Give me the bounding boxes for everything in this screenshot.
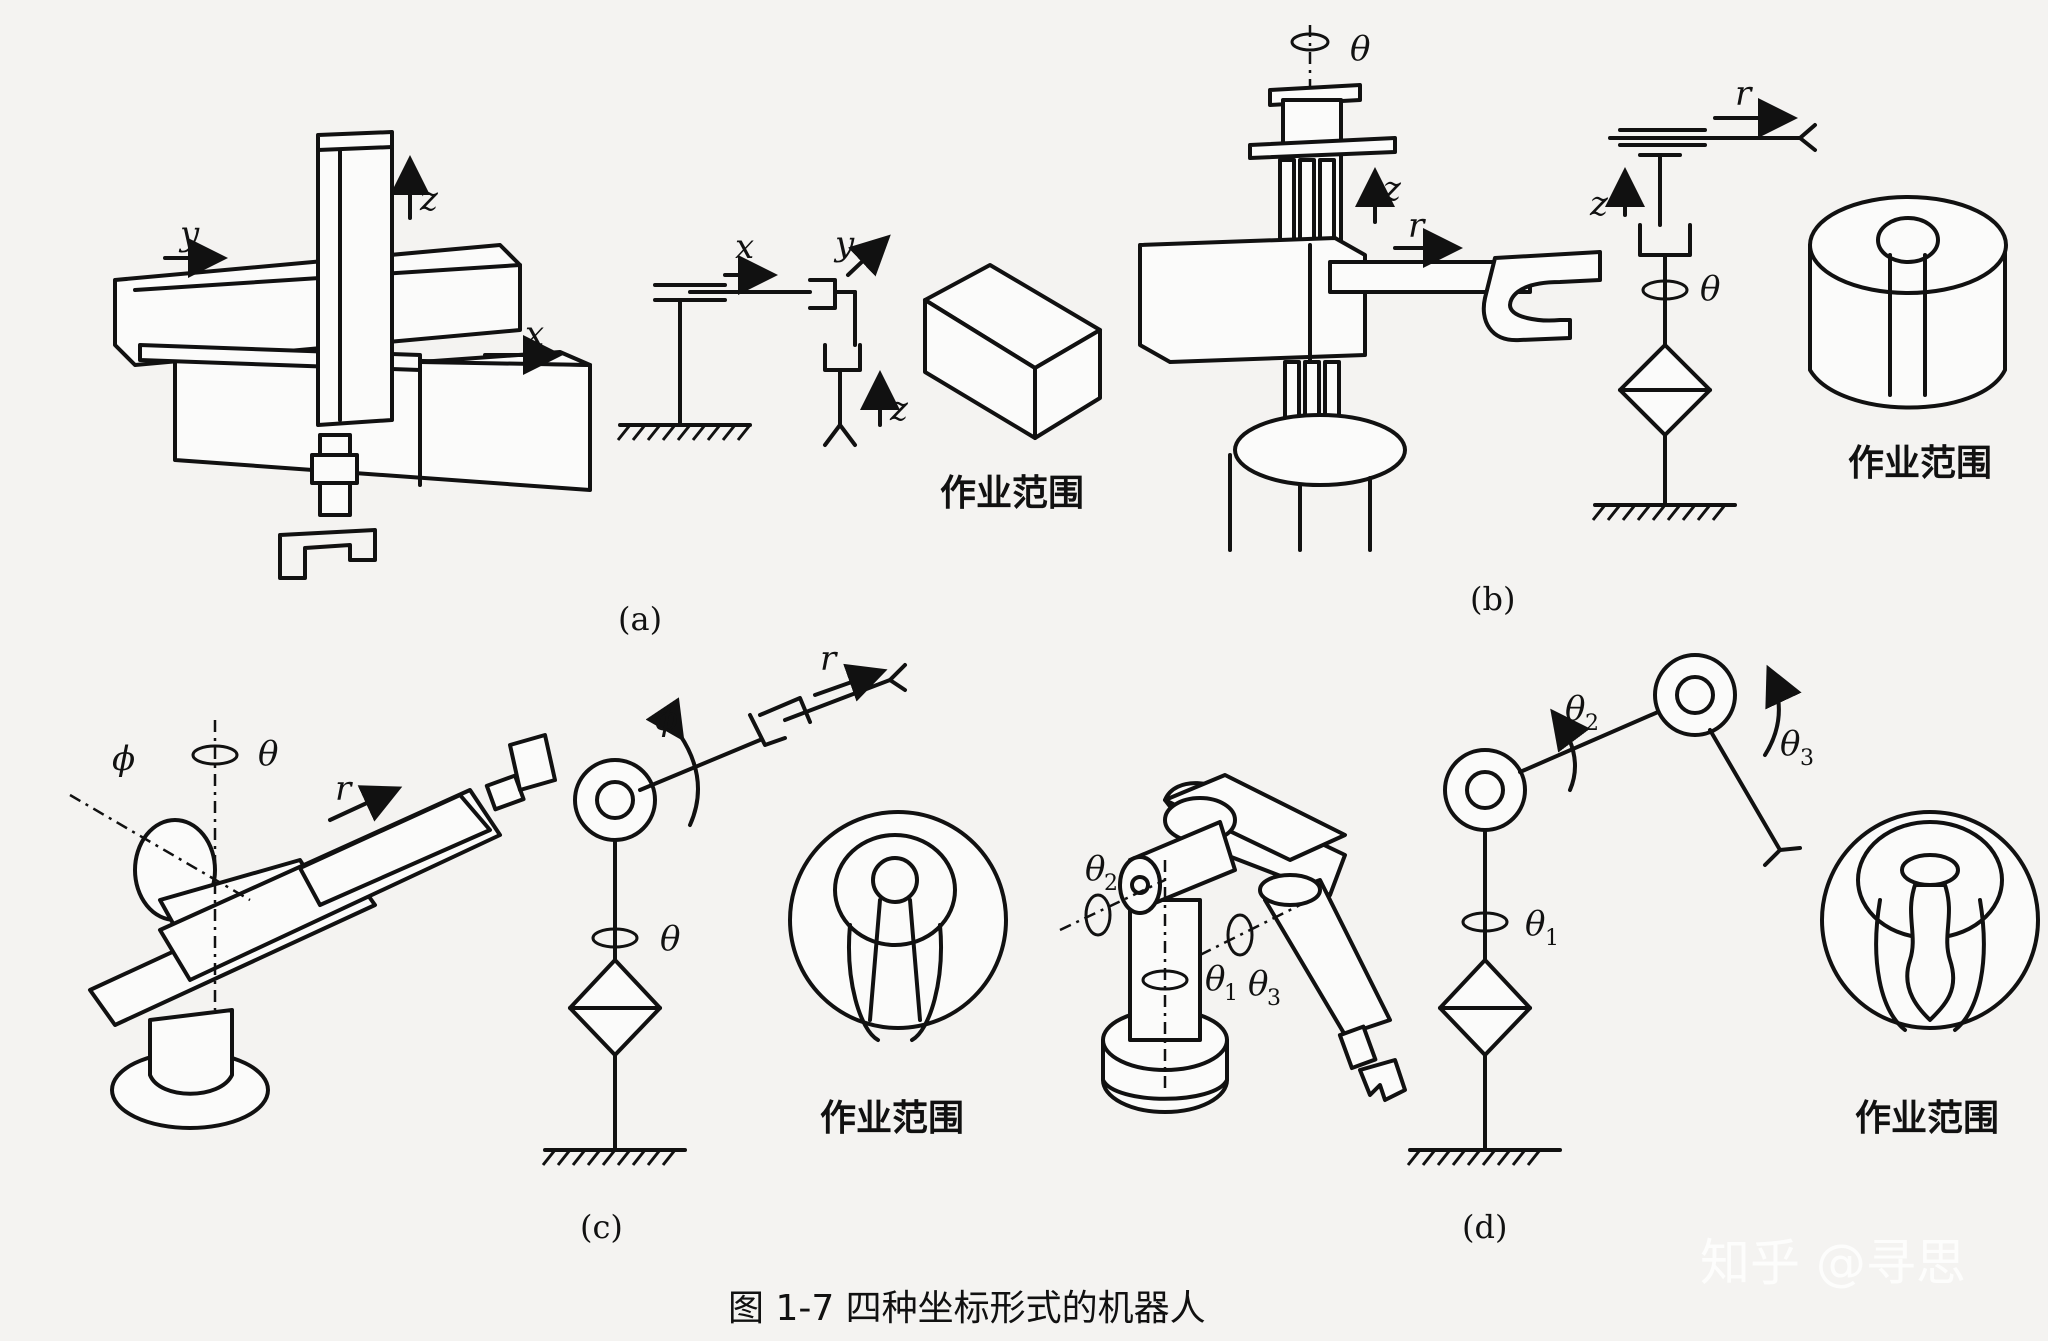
workspace-label-c: 作业范围	[820, 1098, 964, 1139]
axis-label-z-b: z	[1382, 169, 1402, 209]
articulated-schematic: θ 2 θ 3 θ 1	[1406, 653, 1814, 1166]
workspace-label-b: 作业范围	[1848, 443, 1992, 484]
spherical-schematic: r ϕ θ	[541, 639, 907, 1166]
cylindrical-robot-drawing: θ z r	[1138, 25, 1602, 552]
spherical-workspace: 作业范围	[788, 810, 1008, 1139]
axis-label-y: y	[178, 214, 200, 254]
cartesian-schematic: x y z	[616, 224, 909, 447]
workspace-label-d: 作业范围	[1855, 1098, 1999, 1139]
schem-axis-r-b: r	[1735, 74, 1753, 114]
theta2-drawing-subscript: 2	[1104, 871, 1118, 896]
cylindrical-schematic: r z θ	[1589, 74, 1817, 521]
schem-theta1-subscript: 1	[1545, 926, 1559, 951]
schem-theta2: θ	[1565, 689, 1585, 729]
axis-label-theta3-drawing: θ	[1248, 964, 1268, 1004]
schem-axis-phi-c: ϕ	[655, 699, 678, 739]
schem-axis-theta-c: θ	[660, 919, 680, 959]
axis-label-theta-b: θ	[1350, 29, 1370, 69]
axis-label-theta1-drawing: θ	[1205, 959, 1225, 999]
theta1-drawing-subscript: 1	[1224, 981, 1238, 1006]
articulated-workspace: 作业范围	[1820, 810, 2040, 1139]
axis-label-theta2-drawing: θ	[1085, 849, 1105, 889]
figure-caption: 图 1-7 四种坐标形式的机器人	[728, 1288, 1206, 1329]
axis-label-theta-c: θ	[258, 734, 278, 774]
panel-label-c: (c)	[580, 1208, 623, 1246]
schem-axis-theta-b: θ	[1700, 269, 1720, 309]
theta3-drawing-subscript: 3	[1267, 986, 1281, 1011]
panel-d: θ 2 θ 1 θ 3 θ 2 θ 3	[1059, 653, 2040, 1246]
axis-label-z: z	[419, 179, 439, 219]
panel-c: θ ϕ r r ϕ θ	[69, 639, 1008, 1246]
schem-axis-x: x	[735, 227, 754, 267]
schem-theta1: θ	[1525, 904, 1545, 944]
cartesian-workspace-box: 作业范围	[923, 263, 1102, 514]
schem-theta2-subscript: 2	[1585, 711, 1599, 736]
spherical-robot-drawing: θ ϕ r	[69, 720, 557, 1130]
schem-axis-y: y	[833, 224, 855, 264]
panel-label-b: (b)	[1470, 580, 1515, 618]
schem-axis-r-c: r	[820, 639, 838, 679]
watermark: 知乎 @寻思	[1700, 1234, 1966, 1292]
schem-theta3-subscript: 3	[1800, 746, 1814, 771]
workspace-label-a: 作业范围	[940, 473, 1084, 514]
cartesian-robot-drawing: z y x	[113, 130, 592, 580]
panel-label-a: (a)	[618, 600, 662, 638]
articulated-robot-drawing: θ 2 θ 1 θ 3	[1059, 773, 1407, 1114]
panel-a: z y x x y	[113, 130, 1102, 638]
panel-label-d: (d)	[1462, 1208, 1507, 1246]
schem-axis-z: z	[889, 389, 909, 429]
axis-label-r-b: r	[1408, 206, 1426, 246]
cylindrical-workspace: 作业范围	[1808, 195, 2008, 484]
axis-label-r-c: r	[335, 769, 353, 809]
axis-label-x: x	[525, 314, 544, 354]
panel-b: θ z r	[1138, 25, 2008, 618]
axis-label-phi-c: ϕ	[112, 739, 135, 779]
schem-axis-z-b: z	[1589, 184, 1609, 224]
schem-theta3: θ	[1780, 724, 1800, 764]
